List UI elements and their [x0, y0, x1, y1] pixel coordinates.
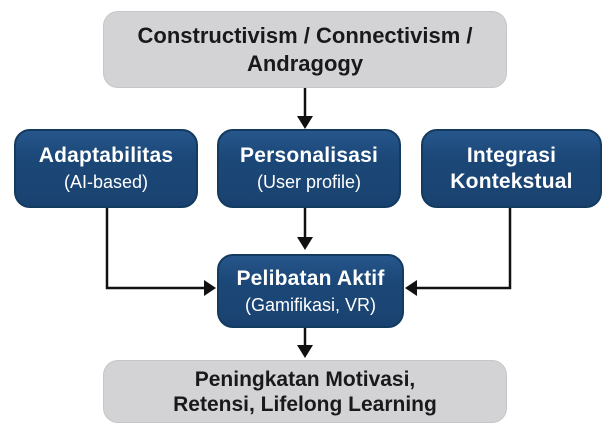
node-integrasi-kontekstual: Integrasi Kontekstual — [421, 129, 602, 208]
node-theory-line2: Andragogy — [246, 50, 364, 76]
arrow-adaptabilitas-to-pelibatan — [105, 207, 216, 296]
node-adaptabilitas-subtitle: (AI-based) — [63, 172, 149, 192]
arrow-personalisasi-to-pelibatan — [297, 207, 313, 250]
node-pelibatan-subtitle: (Gamifikasi, VR) — [244, 294, 376, 315]
node-personalisasi-title: Personalisasi — [239, 144, 378, 167]
node-outcome-line1: Peningkatan Motivasi, — [194, 367, 416, 391]
node-outcome-line2: Retensi, Lifelong Learning — [173, 392, 437, 416]
node-personalisasi-subtitle: (User profile) — [256, 172, 362, 192]
arrow-pelibatan-to-outcome — [297, 328, 313, 358]
node-pelibatan-title: Pelibatan Aktif — [236, 266, 385, 290]
node-adaptabilitas-title: Adaptabilitas — [38, 144, 174, 167]
node-theory-line1: Constructivism / Connectivism / — [137, 22, 473, 48]
node-personalisasi: Personalisasi (User profile) — [217, 129, 401, 208]
arrow-integrasi-to-pelibatan — [405, 207, 512, 296]
node-outcome: Peningkatan Motivasi, Retensi, Lifelong … — [103, 360, 507, 423]
node-adaptabilitas: Adaptabilitas (AI-based) — [14, 129, 198, 208]
node-integrasi-line2: Kontekstual — [450, 169, 573, 193]
node-integrasi-line1: Integrasi — [466, 143, 557, 167]
node-learning-theories: Constructivism / Connectivism / Andragog… — [103, 11, 507, 88]
node-pelibatan-aktif: Pelibatan Aktif (Gamifikasi, VR) — [217, 254, 404, 328]
arrow-theory-to-personalisasi — [297, 88, 313, 129]
